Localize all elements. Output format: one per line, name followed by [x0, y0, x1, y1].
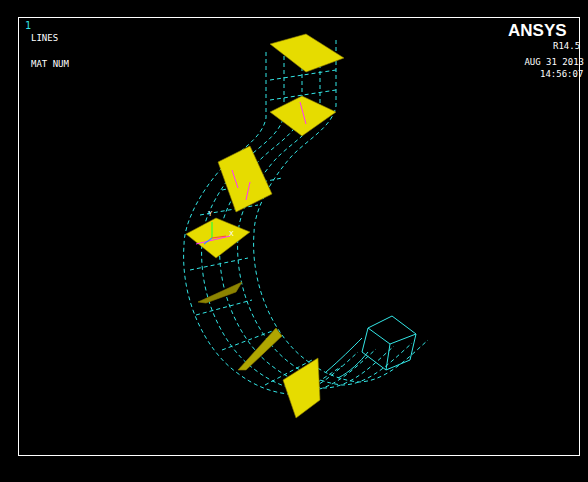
plot-date: AUG 31 2013: [524, 58, 584, 67]
end-section: [326, 316, 416, 378]
window-number: 1: [25, 21, 31, 31]
keypoint-marks: [196, 102, 306, 244]
area-faces: [186, 34, 344, 418]
swept-volume-lines: [184, 40, 428, 394]
numbering-mode: MAT NUM: [31, 60, 69, 69]
axis-label: X: [229, 231, 234, 238]
axis-label: Y: [208, 211, 212, 218]
release-number: R14.5: [553, 42, 580, 51]
product-logo: ANSYS: [508, 22, 567, 39]
plot-type: LINES: [31, 34, 58, 43]
window-frame: [19, 18, 580, 456]
coordinate-triad: [204, 222, 226, 244]
plot-time: 14:56:07: [540, 70, 583, 79]
